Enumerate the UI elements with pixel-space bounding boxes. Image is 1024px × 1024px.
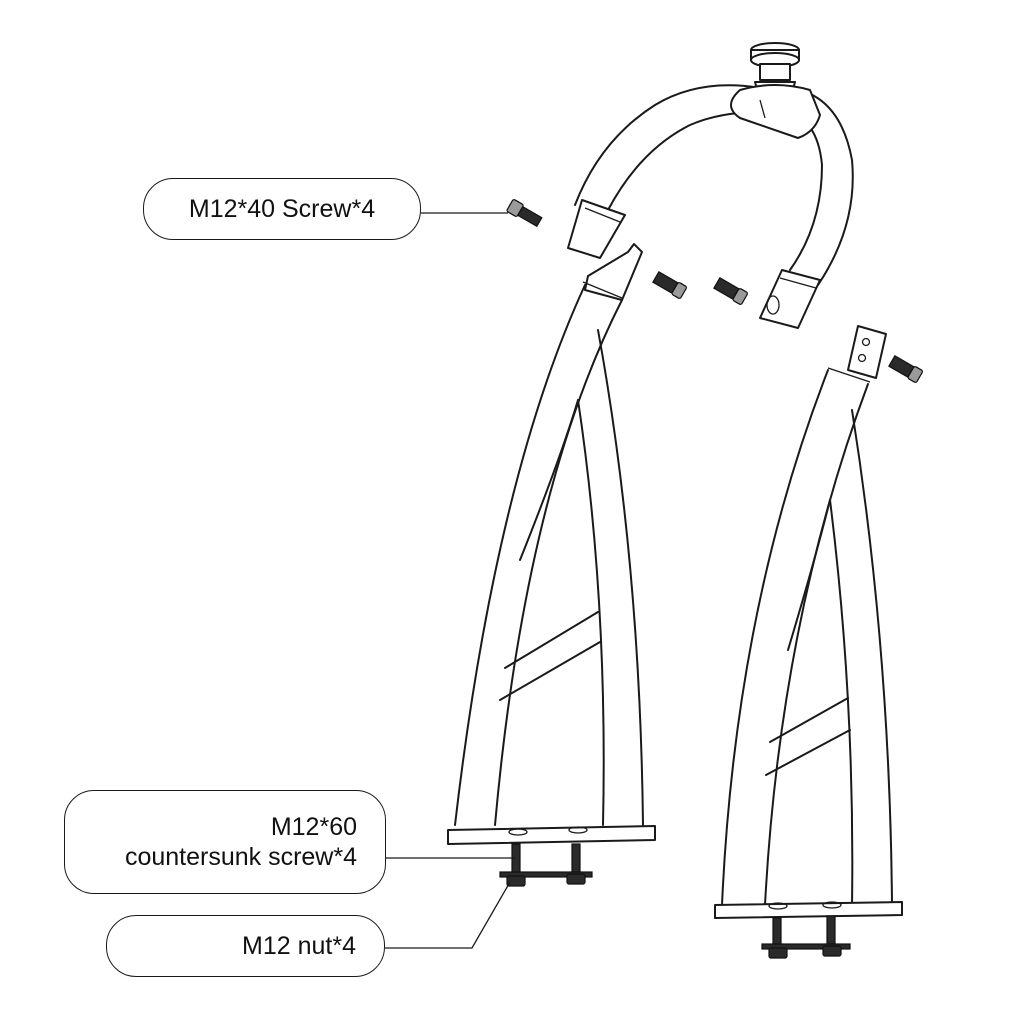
callout-m12-nut-label: M12 nut*4 <box>242 932 356 960</box>
screw-m12x40-mid-left <box>652 270 687 299</box>
right-leg <box>714 325 903 959</box>
callout-m12x40-screw: M12*40 Screw*4 <box>143 178 421 240</box>
screw-m12x40-mid-right <box>713 276 748 305</box>
callout-m12x60-label-line1: M12*60 <box>270 813 357 841</box>
top-yoke <box>567 42 854 329</box>
callout-m12-nut: M12 nut*4 <box>106 915 385 977</box>
left-leg <box>447 243 656 887</box>
leader-lines <box>385 212 515 949</box>
callout-m12x40-screw-label: M12*40 Screw*4 <box>188 195 376 223</box>
screw-m12x40-left <box>506 199 543 228</box>
callout-m12x60-countersunk-screw: M12*60 countersunk screw*4 <box>64 790 386 894</box>
screw-m12x40-right <box>888 354 923 383</box>
callout-m12x60-label-line2: countersunk screw*4 <box>124 843 357 871</box>
